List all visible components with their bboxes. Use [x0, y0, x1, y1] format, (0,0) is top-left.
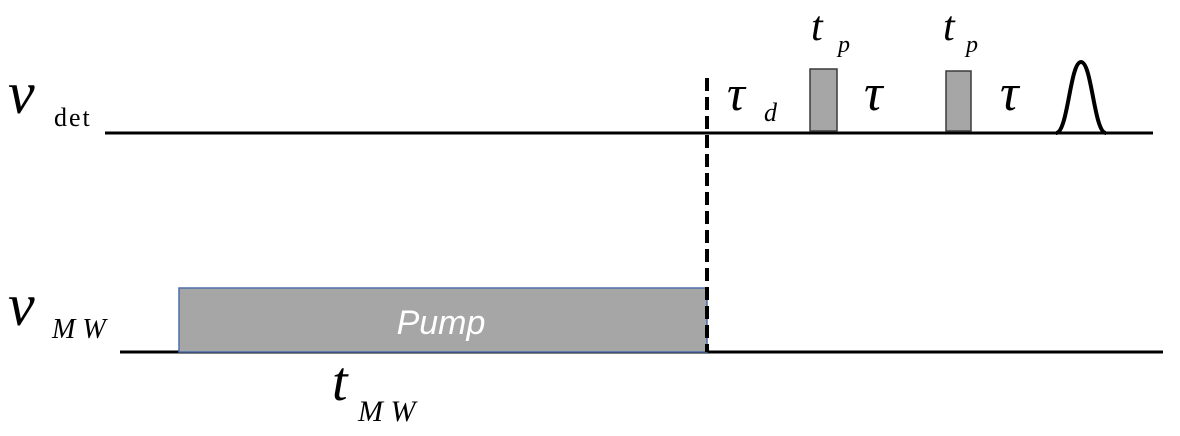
detection-pulse-2 — [945, 70, 972, 132]
detection-channel-subscript: det — [54, 103, 92, 132]
pulse-2-symbol: t — [943, 4, 956, 50]
interval-2-symbol: τ — [1000, 65, 1021, 122]
pump-pulse — [178, 287, 708, 353]
microwave-channel-symbol: ν — [8, 272, 35, 338]
pulse-2-subscript: p — [964, 32, 978, 58]
pump-label: Pump — [397, 304, 486, 342]
echo-signal — [1055, 59, 1107, 135]
pump-duration-subscript: M W — [357, 395, 418, 428]
interval-1-symbol: τ — [864, 65, 885, 122]
pulse-1-subscript: p — [836, 32, 850, 58]
detection-channel-symbol: ν — [8, 60, 35, 126]
microwave-channel-subscript: M W — [51, 314, 108, 345]
pump-duration-symbol: t — [332, 351, 349, 413]
detection-pulse-1 — [809, 68, 838, 132]
delay-symbol: τ — [727, 65, 747, 121]
delay-subscript: d — [764, 98, 778, 127]
pulse-1-symbol: t — [811, 4, 824, 50]
